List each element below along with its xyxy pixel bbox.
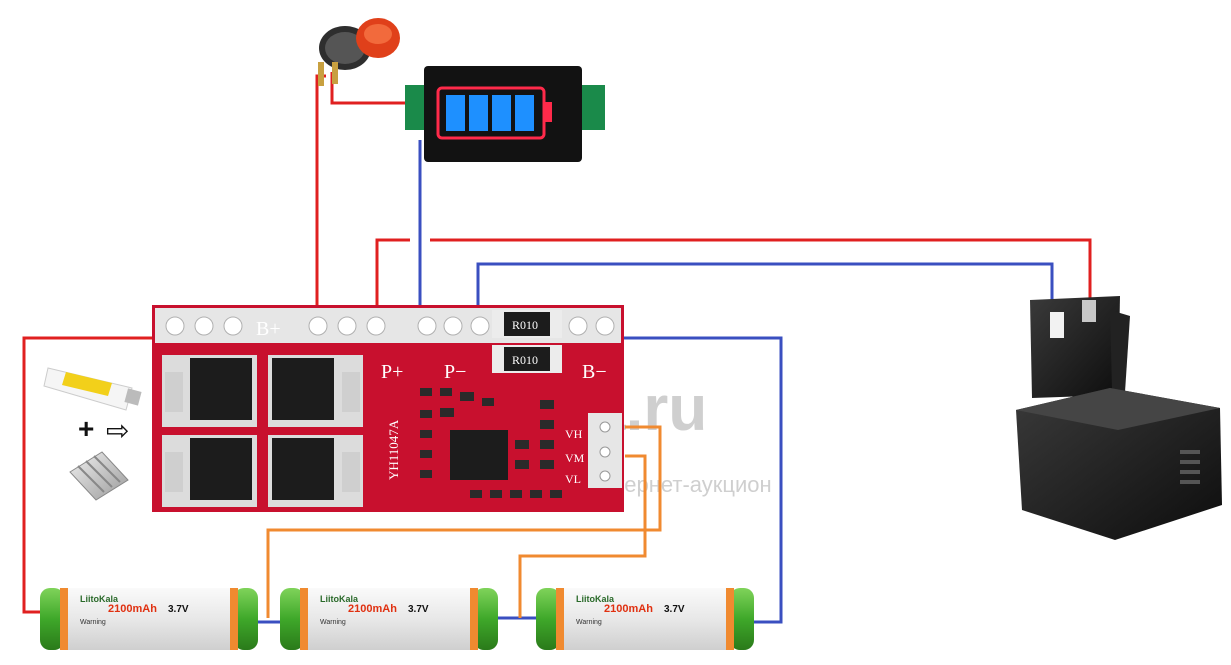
pack-terminal-positive [1082,300,1096,322]
cell-warning: Warning [320,619,346,626]
cell-voltage: 3.7V [664,604,685,615]
push-button[interactable] [318,18,400,86]
cell-capacity: 2100mAh [348,603,397,615]
terminal-hole [308,316,328,336]
cell-brand: LiitoKala [80,594,119,604]
label-p-minus: P− [444,361,466,383]
balance-connector [588,413,622,488]
plus-sign: + [78,413,94,444]
terminal-hole [470,316,490,336]
indicator-bars [446,95,534,131]
terminal-hole [417,316,437,336]
balance-pin-vm [599,446,611,458]
resistor-1-label: R010 [512,318,538,332]
indicator-bar-1 [446,95,465,131]
shunt-resistor-1: R010 [492,310,562,338]
pack-vent [1180,450,1200,484]
thermal-paste-tube [43,367,142,411]
cell-capacity: 2100mAh [604,603,653,615]
button-lug-1 [318,62,324,86]
terminal-hole [568,316,588,336]
resistor-2-label: R010 [512,353,538,367]
terminal-holes [165,316,615,336]
cell-voltage: 3.7V [168,604,189,615]
cell-body [556,588,734,650]
balance-pin-vh [599,421,611,433]
button-lug-2 [332,62,338,84]
accessories: + ⇨ [43,367,142,501]
cell-stripe [60,588,68,650]
mosfets [162,355,363,507]
cell-brand: LiitoKala [576,594,615,604]
indicator-tip [544,102,552,122]
cell-end-green [40,588,64,650]
cell-voltage: 3.7V [408,604,429,615]
cell-stripe [556,588,564,650]
terminal-hole [366,316,386,336]
wire-red-pplus-pack [375,238,410,318]
wire-red-bplus-cell1 [22,336,152,614]
protection-ic [450,430,508,480]
cell-brand: LiitoKala [320,594,359,604]
terminal-hole [165,316,185,336]
indicator-bar-3 [492,95,511,131]
cell-stripe [300,588,308,650]
cell-end-green [474,588,498,650]
mosfet [268,355,363,427]
pack-terminal-negative [1050,312,1064,338]
wires [22,72,1092,624]
cell-warning: Warning [80,619,106,626]
label-b-minus: B− [582,361,607,383]
mosfet [162,435,257,507]
wire-red-bplus-button [315,74,326,318]
label-b-plus: B+ [256,318,281,340]
terminal-hole [223,316,243,336]
cell-end-green [234,588,258,650]
indicator-bar-2 [469,95,488,131]
terminal-hole [337,316,357,336]
battery-indicator [405,66,605,162]
terminal-hole [194,316,214,336]
cell-end-green [536,588,560,650]
label-p-plus: P+ [381,361,403,383]
smd-parts [420,388,562,498]
label-vm: VM [565,451,585,465]
indicator-bar-4 [515,95,534,131]
wire-blue-bminus-cell3 [605,336,783,624]
cell-body [300,588,478,650]
terminal-hole [443,316,463,336]
arrow-icon: ⇨ [106,415,129,446]
cell-end-green [280,588,304,650]
shunt-resistor-2: R010 [492,345,562,373]
pack-stem [1030,296,1120,398]
terminal-hole [595,316,615,336]
pack-base [1016,388,1222,540]
board-model: YH11047A [386,419,401,480]
heatsink [69,451,129,501]
wire-blue-pminus-pack [476,262,1054,320]
label-vl: VL [565,472,581,486]
mosfet [268,435,363,507]
bms-board: B+ P+ P− B− R010 R010 [152,305,624,512]
cell-capacity: 2100mAh [108,603,157,615]
wire-red-pplus-pack-2 [430,238,1092,300]
wire-orange-vh [266,425,662,618]
mosfet [162,355,257,427]
balance-pin-vl [599,470,611,482]
cell-stripe [230,588,238,650]
cell-stripe [726,588,734,650]
cell-warning: Warning [576,619,602,626]
label-vh: VH [565,427,583,441]
cell-stripe [470,588,478,650]
wire-orange-vm [518,454,647,618]
tool-battery-pack [1016,296,1222,540]
cell-body [60,588,238,650]
cell-end-green [730,588,754,650]
